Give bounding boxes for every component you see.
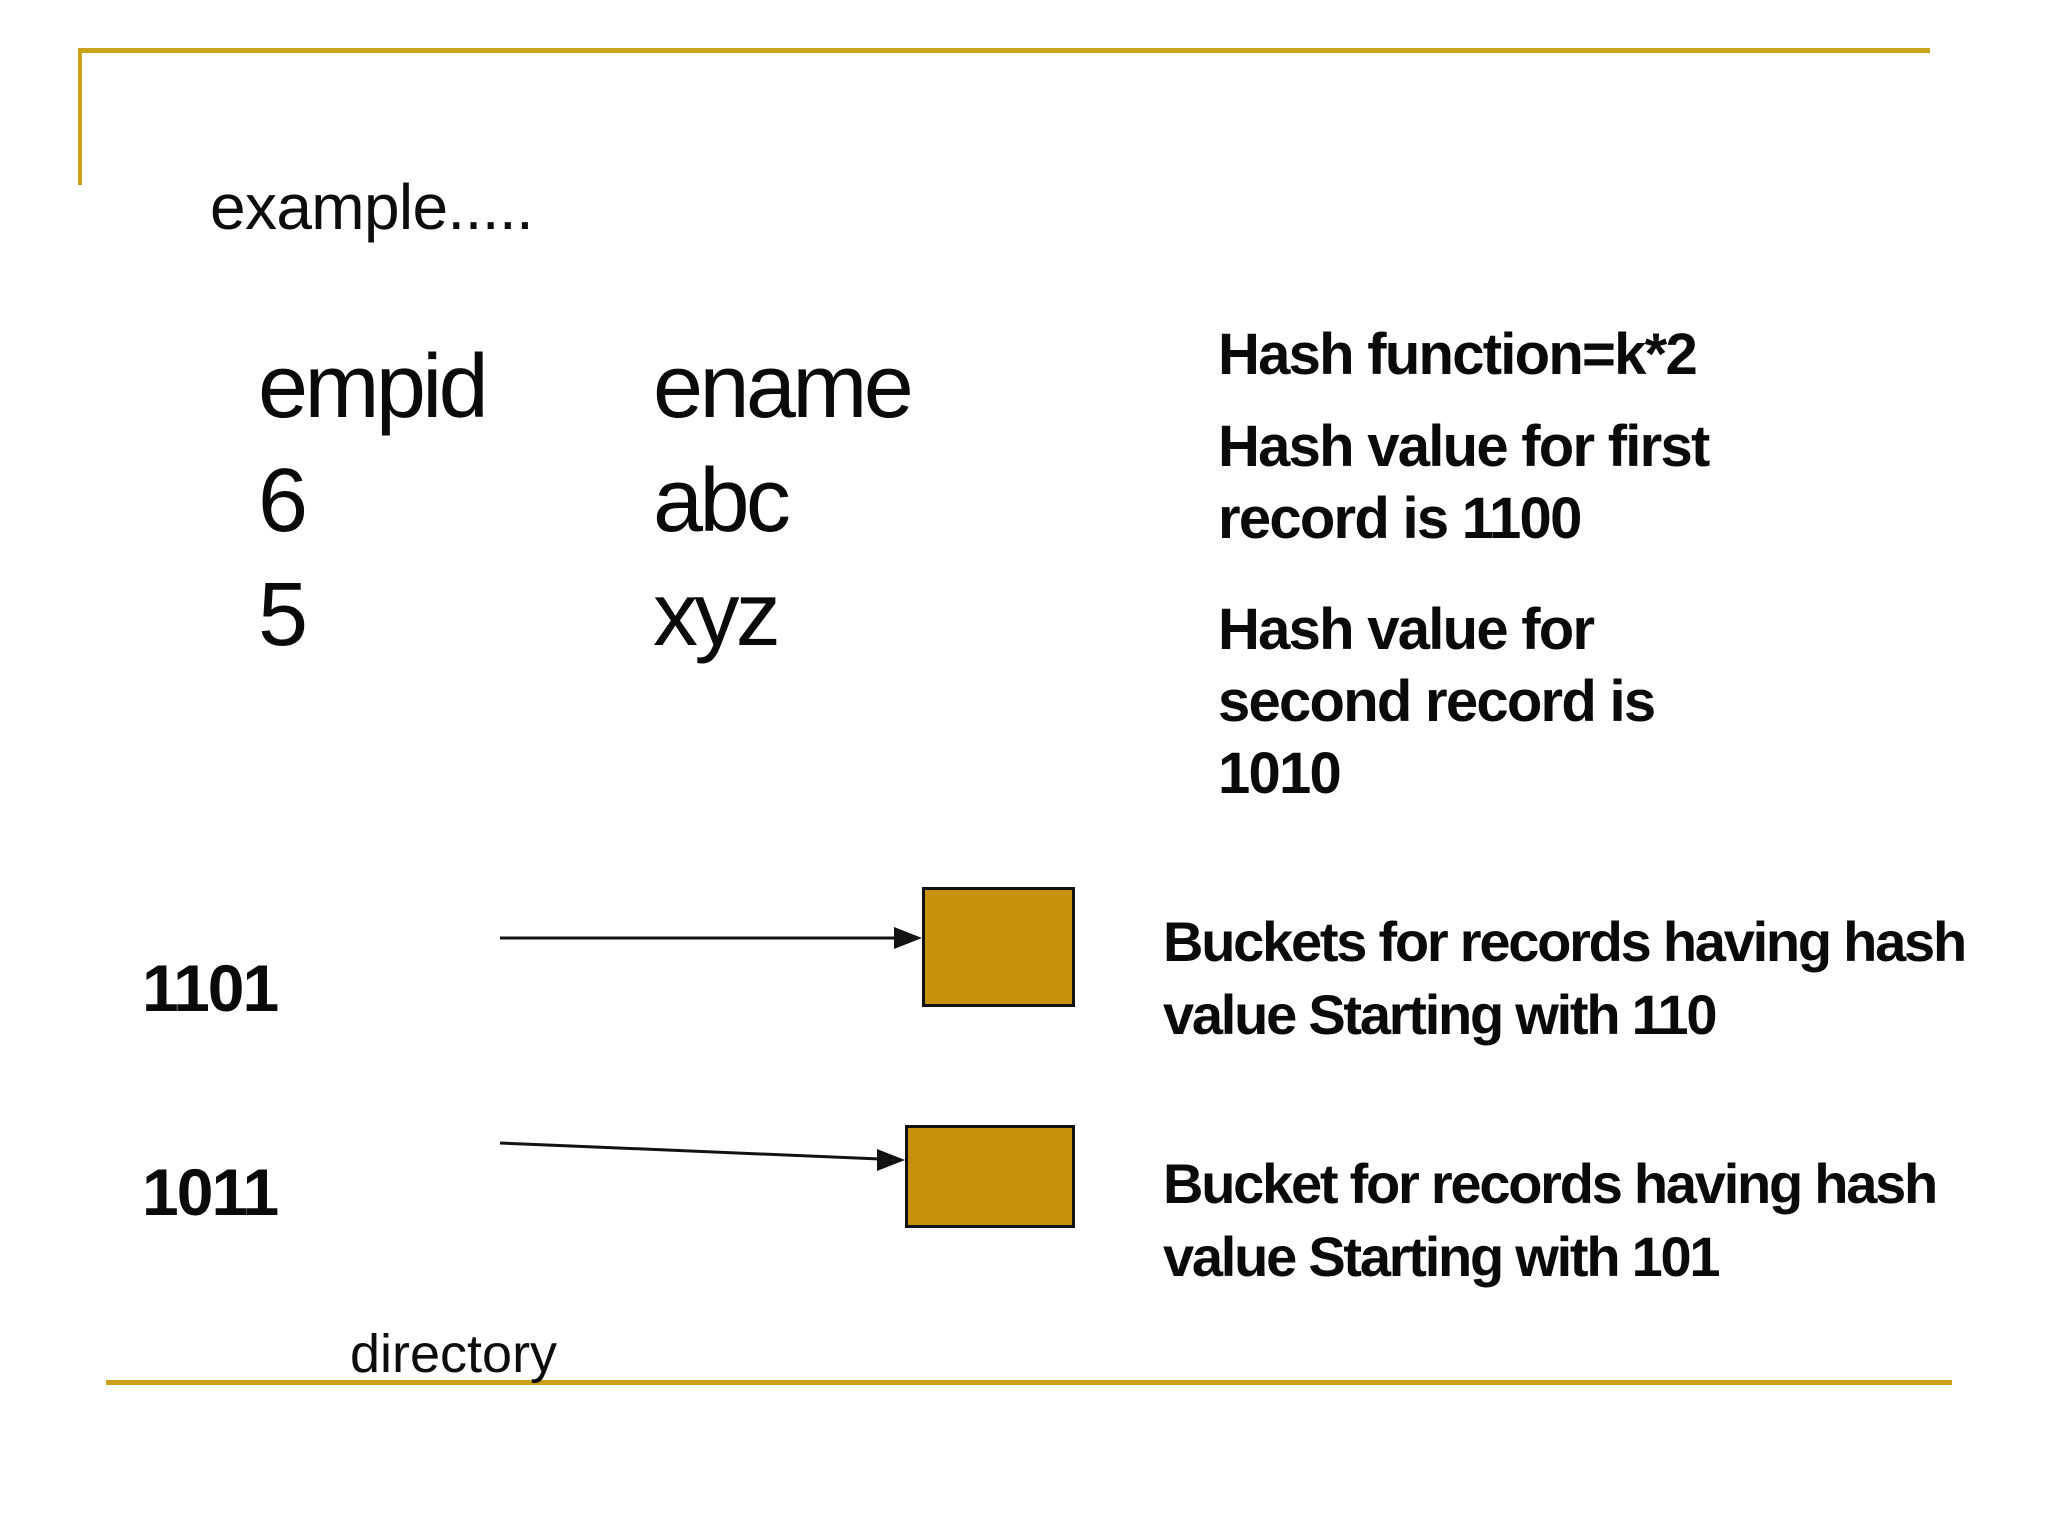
page-title: example..... — [210, 171, 534, 243]
directory-entry-1011: 1011 — [142, 1155, 279, 1229]
bucket-annotation-110: Buckets for records having hash value St… — [1163, 910, 1967, 1046]
table-cell-empid-row1: 6 — [258, 451, 308, 551]
arrow-to-bucket-2 — [499, 1141, 905, 1171]
bucket-101 — [905, 1125, 1075, 1228]
top-accent-line — [78, 48, 1930, 53]
table-cell-ename-row2: xyz — [653, 565, 781, 665]
bucket-annotation-101: Bucket for records having hash value Sta… — [1163, 1152, 1938, 1288]
table-header-ename: ename — [653, 337, 914, 437]
corner-accent-line — [78, 48, 82, 185]
table-cell-empid-row2: 5 — [258, 565, 308, 665]
note-first-record-hash: Hash value for first record is 1100 — [1218, 414, 1710, 551]
bucket-110 — [922, 887, 1075, 1007]
table-cell-ename-row1: abc — [653, 451, 791, 551]
note-second-record-hash: Hash value for second record is 1010 — [1218, 597, 1656, 806]
directory-entry-1101: 1101 — [142, 951, 279, 1025]
directory-label: directory — [350, 1324, 558, 1384]
bottom-accent-line — [106, 1380, 1952, 1385]
note-hash-function: Hash function=k*2 — [1218, 322, 1698, 387]
table-header-empid: empid — [258, 337, 489, 437]
records-table: empid ename 6 abc 5 xyz — [258, 330, 914, 672]
arrow-to-bucket-1 — [500, 927, 922, 949]
